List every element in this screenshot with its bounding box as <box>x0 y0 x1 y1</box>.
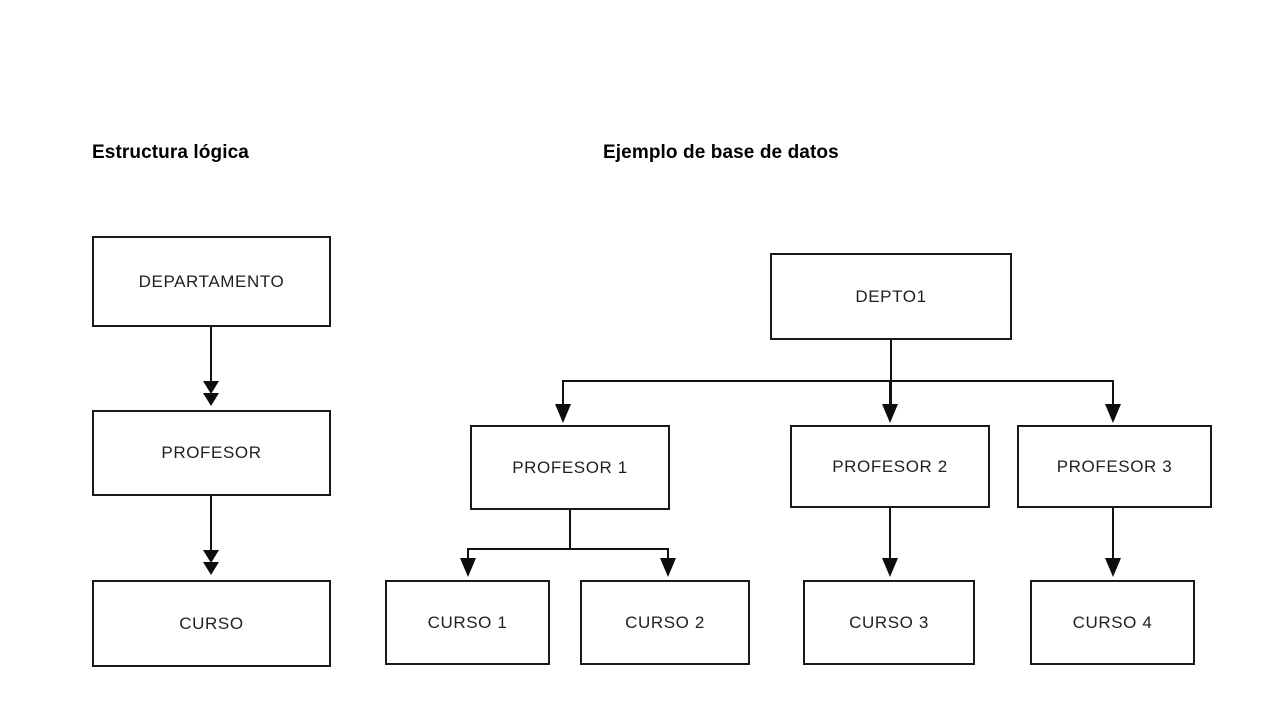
node-depto1: DEPTO1 <box>770 253 1012 340</box>
connector-profesor2-curso3 <box>889 508 891 560</box>
node-label: CURSO 3 <box>849 612 929 632</box>
arrowhead-profesor-curso <box>203 550 219 576</box>
node-label: DEPARTAMENTO <box>138 271 285 291</box>
connector-profesor1-bus <box>467 548 669 550</box>
node-label: DEPTO1 <box>855 286 927 306</box>
node-departamento: DEPARTAMENTO <box>92 236 331 327</box>
arrowhead-departamento-profesor <box>203 381 219 407</box>
node-label: PROFESOR 1 <box>512 457 628 477</box>
arrowhead-curso2 <box>660 558 676 577</box>
connector-bus-curso1 <box>467 548 469 560</box>
connector-departamento-profesor <box>210 327 212 385</box>
connector-professor-bus <box>562 380 1114 382</box>
node-label: CURSO 4 <box>1072 612 1153 632</box>
arrowhead-profesor2 <box>882 404 898 423</box>
node-curso: CURSO <box>92 580 331 667</box>
panel-title-database-example: Ejemplo de base de datos <box>603 142 839 163</box>
arrowhead-profesor1 <box>555 404 571 423</box>
node-label: CURSO 2 <box>625 612 705 632</box>
connector-profesor3-curso4 <box>1112 508 1114 560</box>
connector-profesor-curso <box>210 496 212 554</box>
node-profesor-1: PROFESOR 1 <box>470 425 670 510</box>
node-curso-4: CURSO 4 <box>1030 580 1195 665</box>
connector-bus-profesor3 <box>1112 380 1114 406</box>
connector-profesor1-trunk <box>569 510 571 550</box>
node-curso-2: CURSO 2 <box>580 580 750 665</box>
node-label: CURSO <box>179 613 244 633</box>
connector-bus-profesor2 <box>889 380 891 406</box>
arrowhead-curso1 <box>460 558 476 577</box>
arrowhead-curso3 <box>882 558 898 577</box>
arrowhead-profesor3 <box>1105 404 1121 423</box>
node-label: PROFESOR 2 <box>832 456 948 476</box>
node-curso-1: CURSO 1 <box>385 580 550 665</box>
node-curso-3: CURSO 3 <box>803 580 975 665</box>
connector-bus-profesor1 <box>562 380 564 406</box>
node-label: PROFESOR 3 <box>1056 456 1173 476</box>
node-profesor-2: PROFESOR 2 <box>790 425 990 508</box>
node-label: PROFESOR <box>161 443 262 462</box>
arrowhead-curso4 <box>1105 558 1121 577</box>
connector-bus-curso2 <box>667 548 669 560</box>
node-label: CURSO 1 <box>427 612 508 632</box>
node-profesor-3: PROFESOR 3 <box>1017 425 1212 508</box>
connector-depto1-trunk <box>890 340 892 406</box>
node-profesor: PROFESOR <box>92 410 331 496</box>
panel-title-logical-structure: Estructura lógica <box>92 142 249 163</box>
